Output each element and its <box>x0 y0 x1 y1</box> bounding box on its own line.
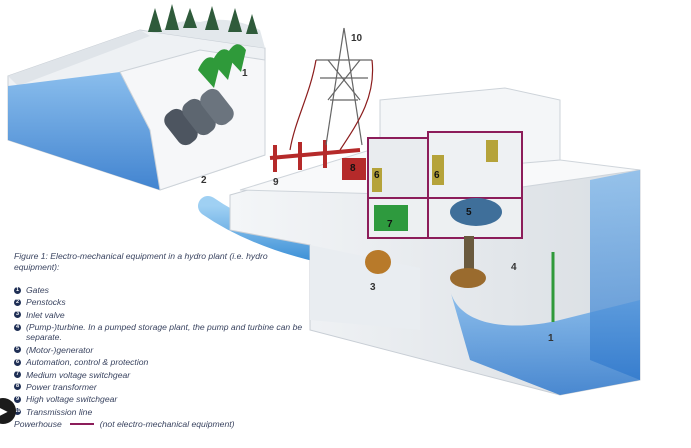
powerhouse-legend: Powerhouse (not electro-mechanical equip… <box>14 419 314 429</box>
label-penstock: 2 <box>201 175 207 186</box>
dam-block <box>7 4 266 191</box>
bullet-number: 10 <box>14 408 21 416</box>
powerhouse-note: (not electro-mechanical equipment) <box>99 419 235 430</box>
powerhouse-block <box>229 87 641 396</box>
label-gate-top: 1 <box>242 68 248 79</box>
turbine <box>450 268 486 288</box>
hv-switchgear <box>269 140 361 172</box>
label-generator: 5 <box>466 207 472 218</box>
label-control-left: 6 <box>374 170 380 181</box>
trees <box>148 4 258 34</box>
transmission-tower <box>289 27 374 151</box>
label-mv-switchgear: 7 <box>387 219 393 230</box>
legend: Figure 1: Electro-mechanical equipment i… <box>14 251 314 429</box>
play-icon[interactable]: ▶ <box>0 398 16 424</box>
bullet-number: 2 <box>14 298 21 306</box>
control-cabinet-left <box>372 168 382 192</box>
bullet-number: 7 <box>14 371 21 379</box>
label-transformer: 8 <box>350 163 356 174</box>
powerhouse-line-swatch <box>69 423 94 426</box>
bullet-number: 5 <box>14 346 21 354</box>
label-turbine: 4 <box>511 262 517 273</box>
label-hv-switchgear: 9 <box>273 177 279 188</box>
penstock-pipes <box>164 88 234 146</box>
bullet-number: 1 <box>14 286 21 294</box>
bullet-number: 8 <box>14 383 21 391</box>
control-cabinet-right <box>432 155 444 185</box>
legend-item: 5(Motor-)generator <box>14 344 94 355</box>
figure-caption: Figure 1: Electro-mechanical equipment i… <box>14 251 268 272</box>
bullet-number: 3 <box>14 311 21 319</box>
inlet-valve <box>365 250 391 274</box>
mv-switchgear <box>374 205 408 231</box>
gate-equipment <box>198 44 246 88</box>
powerhouse-label: Powerhouse <box>14 419 62 430</box>
legend-item: 4(Pump-)turbine. In a pumped storage pla… <box>14 322 303 343</box>
label-inlet-valve: 3 <box>370 282 376 293</box>
tailwater <box>590 170 640 380</box>
label-gate-bottom: 1 <box>548 333 554 344</box>
power-transformer <box>342 158 366 180</box>
bullet-number: 9 <box>14 395 21 403</box>
label-control-right: 6 <box>434 170 440 181</box>
bullet-number: 4 <box>14 323 21 331</box>
bullet-number: 6 <box>14 358 21 366</box>
reservoir-water <box>8 72 160 190</box>
generator <box>450 198 502 226</box>
label-transmission: 10 <box>351 33 363 44</box>
